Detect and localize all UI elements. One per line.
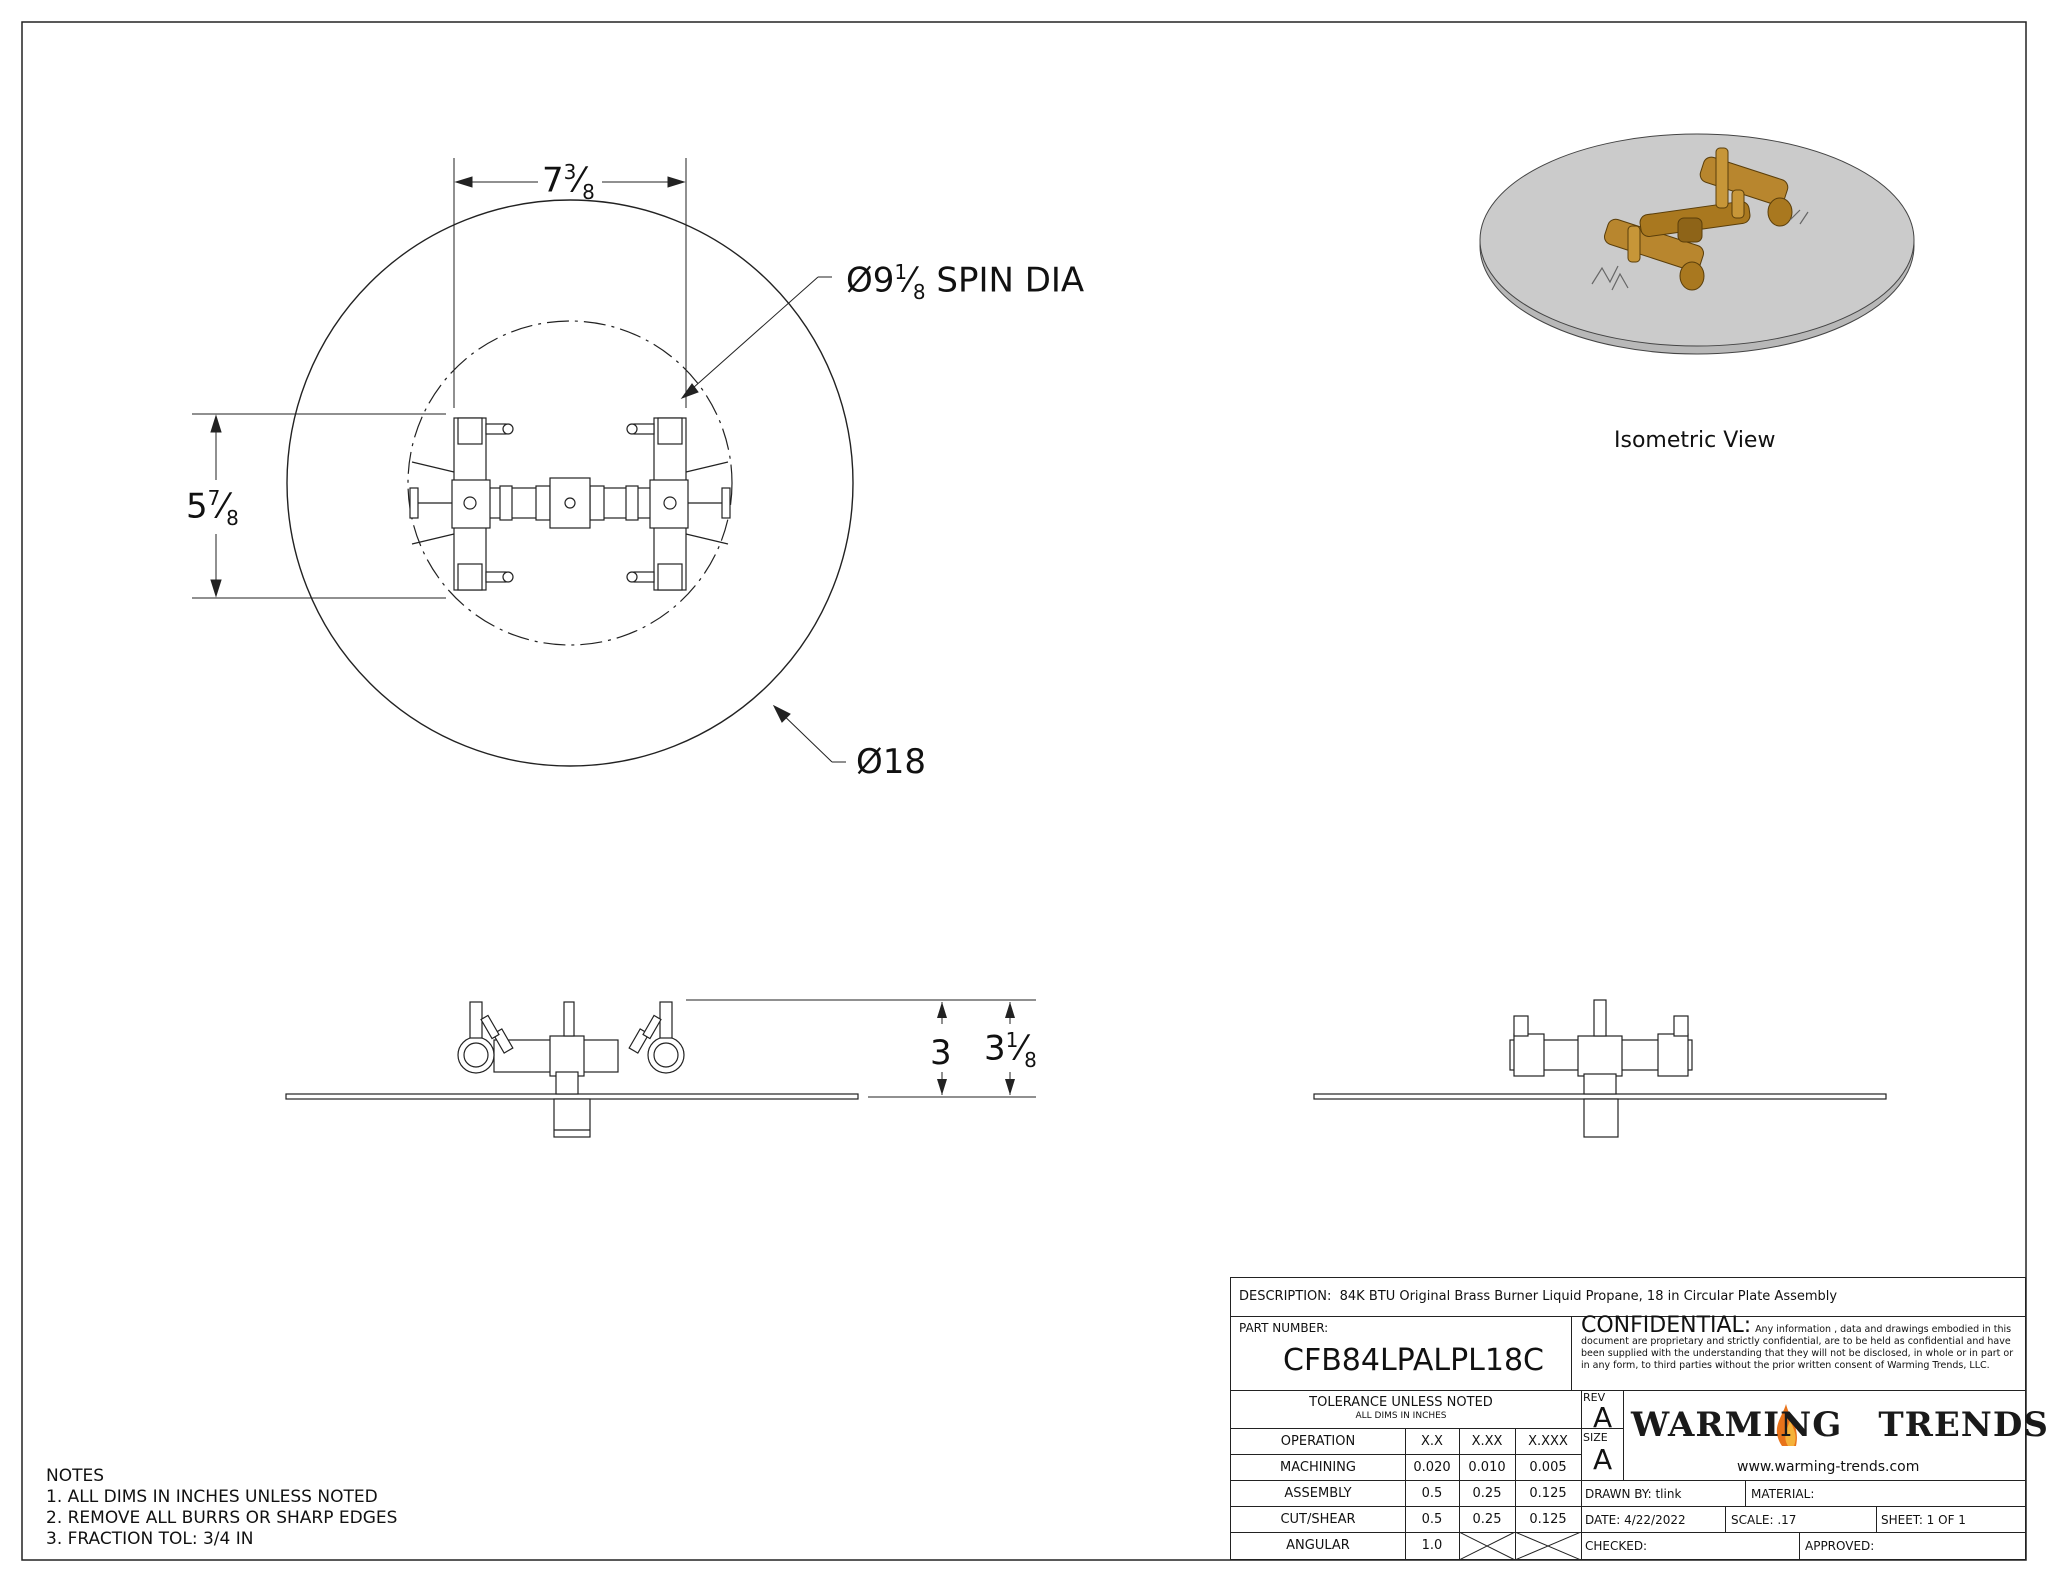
size-value: A [1593, 1443, 1613, 1476]
confidential-title: CONFIDENTIAL: [1581, 1313, 1752, 1338]
confidential-block: CONFIDENTIAL: Any information , data and… [1581, 1315, 2021, 1372]
tol-cell: 0.005 [1529, 1460, 1567, 1475]
dim-height: 57⁄8 [186, 486, 239, 531]
plate-edge [285, 1093, 859, 1100]
angular-na-crosses [1459, 1532, 1581, 1560]
description-label: DESCRIPTION: [1239, 1289, 1332, 1304]
part-number: CFB84LPALPL18C [1283, 1343, 1545, 1378]
tol-header-operation: OPERATION [1280, 1434, 1356, 1449]
isometric-view [1479, 133, 1915, 355]
top-view [192, 158, 854, 767]
tol-cell: ANGULAR [1286, 1538, 1350, 1553]
tol-cell: 0.25 [1472, 1486, 1502, 1501]
confidential-text: Any information , data and drawings embo… [1581, 1324, 2014, 1371]
logo-right: TRENDS [1878, 1405, 2048, 1445]
burner-top-view [409, 417, 731, 591]
tol-cell: ASSEMBLY [1284, 1486, 1352, 1501]
spin-dia-circle [407, 320, 733, 646]
notes-title: NOTES [46, 1466, 105, 1486]
size-label: SIZE [1583, 1431, 1608, 1444]
title-block: DESCRIPTION: 84K BTU Original Brass Burn… [1230, 1277, 2048, 1560]
isometric-view-label: Isometric View [1614, 428, 1776, 453]
tol-cell: 0.020 [1413, 1460, 1451, 1475]
tol-cell: 0.5 [1421, 1486, 1443, 1501]
drawn-by: DRAWN BY: tlink [1585, 1487, 1682, 1501]
note-item: 3. FRACTION TOL: 3/4 IN [46, 1529, 254, 1549]
tol-header-xx: X.X [1421, 1434, 1443, 1449]
material: MATERIAL: [1751, 1487, 1815, 1501]
tol-cell: 0.25 [1472, 1512, 1502, 1527]
note-item: 1. ALL DIMS IN INCHES UNLESS NOTED [46, 1487, 378, 1507]
part-number-label: PART NUMBER: [1239, 1321, 1329, 1335]
description-row: DESCRIPTION: 84K BTU Original Brass Burn… [1239, 1290, 1837, 1303]
approved: APPROVED: [1805, 1539, 1875, 1553]
dim-width: 73⁄8 [542, 160, 595, 205]
scale: SCALE: .17 [1731, 1513, 1797, 1527]
note-item: 2. REMOVE ALL BURRS OR SHARP EDGES [46, 1508, 398, 1528]
tol-cell: 0.5 [1421, 1512, 1443, 1527]
flame-icon [1776, 1404, 1797, 1446]
description-value: 84K BTU Original Brass Burner Liquid Pro… [1339, 1289, 1838, 1304]
tol-cell: 1.0 [1421, 1538, 1443, 1553]
dim-plate-dia: Ø18 [856, 742, 927, 782]
dim-side-height-total: 31⁄8 [984, 1028, 1037, 1073]
rev-label: REV [1583, 1391, 1606, 1404]
notes: NOTES 1. ALL DIMS IN INCHES UNLESS NOTED… [46, 1466, 397, 1550]
tol-cell: MACHINING [1280, 1460, 1356, 1475]
side-view [1313, 999, 1887, 1138]
tol-cell: 0.125 [1529, 1512, 1567, 1527]
tolerance-subtitle: ALL DIMS IN INCHES [1355, 1411, 1447, 1421]
tol-header-xxxx: X.XXX [1528, 1434, 1568, 1449]
dim-side-height: 3 [930, 1033, 952, 1073]
rev-value: A [1593, 1401, 1613, 1434]
tol-header-xxx: X.XX [1471, 1434, 1503, 1449]
sheet: SHEET: 1 OF 1 [1881, 1513, 1966, 1527]
tol-cell: 0.010 [1468, 1460, 1506, 1475]
plate-circle [286, 199, 854, 767]
website: www.warming-trends.com [1737, 1459, 1920, 1475]
tolerance-title: TOLERANCE UNLESS NOTED [1309, 1395, 1493, 1410]
tol-cell: 0.125 [1529, 1486, 1567, 1501]
checked: CHECKED: [1585, 1539, 1648, 1553]
tol-cell: CUT/SHEAR [1280, 1512, 1356, 1527]
date: DATE: 4/22/2022 [1585, 1513, 1686, 1527]
logo-left: WARMING [1631, 1405, 1843, 1445]
front-view [285, 999, 1036, 1138]
dim-spin-dia: Ø91⁄8 SPIN DIA [846, 260, 1085, 305]
